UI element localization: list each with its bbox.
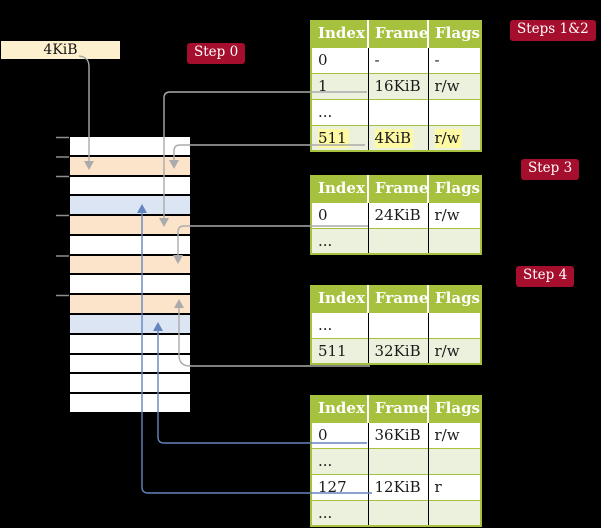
cell-frame: 4KiB xyxy=(367,124,428,151)
cell-index: 0 xyxy=(311,201,368,228)
cell-flags: - xyxy=(427,46,481,73)
memory-stack-row-white xyxy=(70,374,190,393)
cell-flags xyxy=(427,311,481,338)
memory-stack xyxy=(70,137,190,412)
cell-frame: 24KiB xyxy=(367,201,428,228)
cell-frame: 16KiB xyxy=(367,72,428,99)
highlight-text: 4KiB xyxy=(374,128,414,148)
table-row: ... xyxy=(311,98,481,125)
table-row: 511 32KiB r/w xyxy=(311,337,481,364)
table-row: 127 12KiB r xyxy=(311,473,481,500)
cell-frame xyxy=(367,499,428,526)
table-row: ... xyxy=(311,311,481,338)
step-4-badge: Step 4 xyxy=(516,266,575,287)
cell-flags xyxy=(427,447,481,474)
table-row: 1 16KiB r/w xyxy=(311,72,481,99)
memory-stack-row-white xyxy=(70,394,190,412)
column-header-frame: Frame xyxy=(367,396,428,422)
page-table-steps-1-2: Index Frame Flags 0 - - 1 16KiB r/w ... xyxy=(310,20,482,152)
memory-stack-row-white xyxy=(70,275,190,294)
table-row: ... xyxy=(311,227,481,254)
table-header-row: Index Frame Flags xyxy=(311,286,481,312)
cell-index: ... xyxy=(311,227,368,254)
cell-index: 511 xyxy=(311,337,368,364)
step-0-badge: Step 0 xyxy=(187,43,246,64)
memory-stack-row-white xyxy=(70,235,190,254)
cell-frame: 32KiB xyxy=(367,337,428,364)
steps-1-2-badge: Steps 1&2 xyxy=(510,20,596,41)
cell-index: 0 xyxy=(311,421,368,448)
column-header-flags: Flags xyxy=(427,286,481,312)
cell-flags: r/w xyxy=(427,124,481,151)
cell-index: ... xyxy=(311,98,368,125)
table-header-row: Index Frame Flags xyxy=(311,21,481,47)
cell-flags: r/w xyxy=(427,421,481,448)
cell-flags xyxy=(427,98,481,125)
cell-frame: - xyxy=(367,46,428,73)
memory-stack-row-white xyxy=(70,176,190,195)
cell-frame: 12KiB xyxy=(367,473,428,500)
step-3-badge: Step 3 xyxy=(521,159,580,180)
column-header-frame: Frame xyxy=(367,21,428,47)
column-header-flags: Flags xyxy=(427,176,481,202)
cell-index: ... xyxy=(311,447,368,474)
memory-stack-row-peach xyxy=(70,255,190,274)
cell-flags xyxy=(427,227,481,254)
memory-stack-row-peach xyxy=(70,156,190,175)
column-header-index: Index xyxy=(311,396,368,422)
cell-frame xyxy=(367,311,428,338)
page-table-step-3: Index Frame Flags 0 24KiB r/w ... xyxy=(310,175,482,255)
memory-stack-row-white xyxy=(70,354,190,373)
cell-index: 1 xyxy=(311,72,368,99)
cell-frame xyxy=(367,227,428,254)
memory-stack-row-peach xyxy=(70,295,190,314)
highlight-text: 511 xyxy=(318,128,349,148)
cell-flags: r/w xyxy=(427,201,481,228)
cell-frame: 36KiB xyxy=(367,421,428,448)
table-header-row: Index Frame Flags xyxy=(311,176,481,202)
table-header-row: Index Frame Flags xyxy=(311,396,481,422)
cell-index: 0 xyxy=(311,46,368,73)
table-row-highlighted: 511 4KiB r/w xyxy=(311,124,481,151)
cell-flags: r/w xyxy=(427,337,481,364)
table-row: ... xyxy=(311,447,481,474)
column-header-frame: Frame xyxy=(367,176,428,202)
memory-stack-row-blue xyxy=(70,196,190,215)
page-size-box: 4KiB xyxy=(1,41,120,59)
column-header-frame: Frame xyxy=(367,286,428,312)
cell-flags: r xyxy=(427,473,481,500)
stack-address-ticks xyxy=(56,136,69,297)
cell-flags: r/w xyxy=(427,72,481,99)
cell-flags xyxy=(427,499,481,526)
memory-stack-row-white xyxy=(70,334,190,353)
table-row: ... xyxy=(311,499,481,526)
cell-index: 511 xyxy=(311,124,368,151)
table-row: 0 - - xyxy=(311,46,481,73)
table-row: 0 24KiB r/w xyxy=(311,201,481,228)
page-table-step-4b: Index Frame Flags 0 36KiB r/w ... 127 12… xyxy=(310,395,482,527)
cell-index: ... xyxy=(311,499,368,526)
cell-frame xyxy=(367,447,428,474)
memory-stack-row-white xyxy=(70,137,190,155)
highlight-text: r/w xyxy=(434,128,462,148)
column-header-flags: Flags xyxy=(427,396,481,422)
table-row: 0 36KiB r/w xyxy=(311,421,481,448)
cell-index: ... xyxy=(311,311,368,338)
column-header-flags: Flags xyxy=(427,21,481,47)
cell-index: 127 xyxy=(311,473,368,500)
page-table-step-4a: Index Frame Flags ... 511 32KiB r/w xyxy=(310,285,482,365)
column-header-index: Index xyxy=(311,21,368,47)
memory-stack-row-blue xyxy=(70,315,190,333)
column-header-index: Index xyxy=(311,286,368,312)
column-header-index: Index xyxy=(311,176,368,202)
memory-stack-row-peach xyxy=(70,216,190,234)
cell-frame xyxy=(367,98,428,125)
